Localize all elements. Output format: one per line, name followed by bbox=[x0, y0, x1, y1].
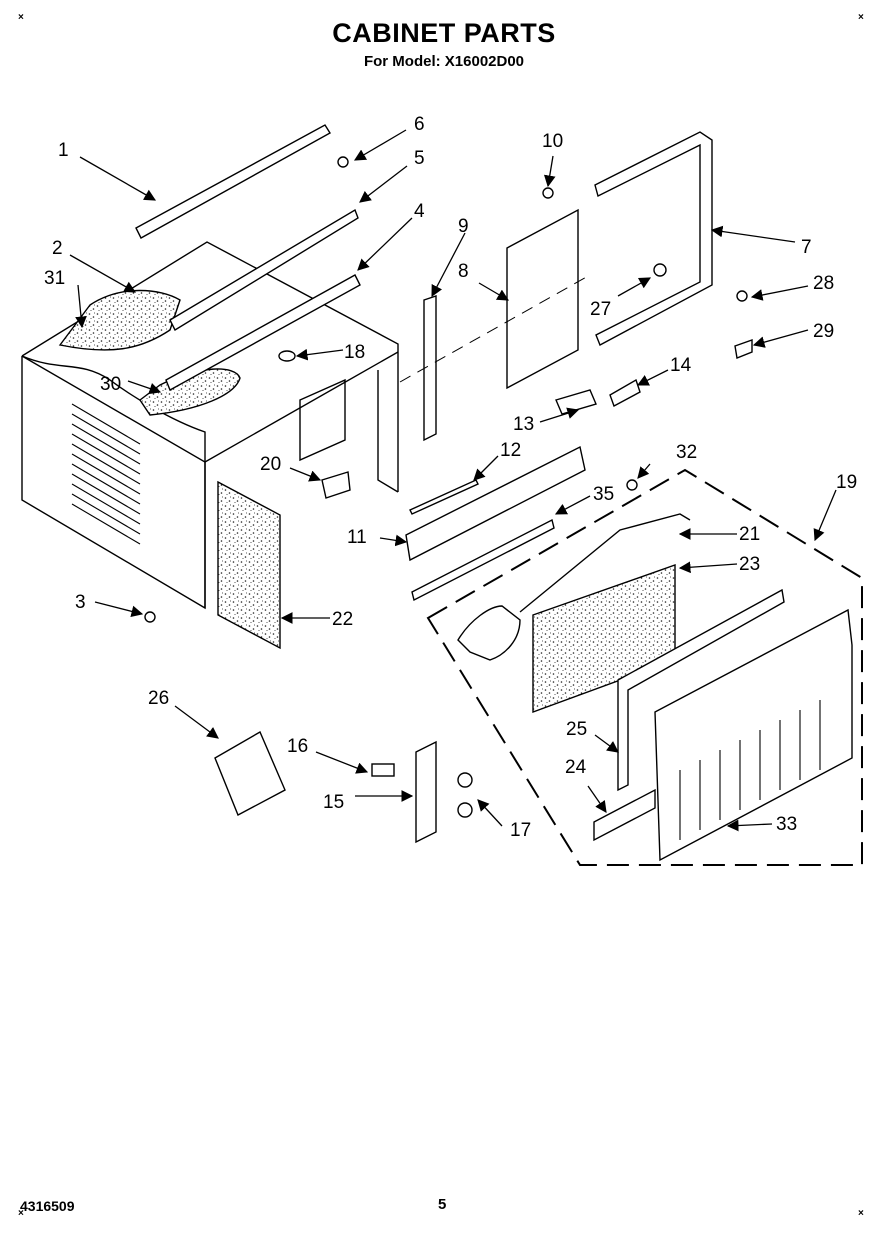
screw-10 bbox=[542, 187, 554, 199]
callout-12: 12 bbox=[500, 440, 521, 461]
callout-35: 35 bbox=[593, 484, 614, 505]
page-number: 5 bbox=[438, 1196, 447, 1213]
callout-6: 6 bbox=[414, 114, 425, 135]
rail-5 bbox=[169, 208, 359, 331]
side-panel-22 bbox=[217, 480, 281, 650]
callout-23: 23 bbox=[739, 554, 760, 575]
page-title: CABINET PARTS bbox=[332, 18, 556, 48]
screw-32 bbox=[626, 479, 638, 491]
callout-numbers: 1 2 3 4 5 6 7 8 9 10 11 12 13 14 15 16 1… bbox=[44, 114, 857, 841]
leader-lines bbox=[69, 129, 837, 832]
louver-assembly-11 bbox=[405, 445, 586, 562]
document-number: 4316509 bbox=[20, 1198, 75, 1214]
frame-7 bbox=[594, 131, 713, 346]
callout-11: 11 bbox=[347, 527, 367, 548]
callout-16: 16 bbox=[287, 736, 308, 757]
strip-35 bbox=[411, 518, 555, 602]
callout-25: 25 bbox=[566, 719, 587, 740]
callout-10: 10 bbox=[542, 131, 563, 152]
callout-18: 18 bbox=[344, 342, 365, 363]
callout-19: 19 bbox=[836, 472, 857, 493]
knob-17b bbox=[457, 802, 473, 818]
corner-mark-bottom-right: × bbox=[858, 1208, 864, 1219]
bracket-26 bbox=[214, 731, 286, 816]
gasket-25 bbox=[617, 588, 785, 792]
corner-mark-top-left: × bbox=[18, 12, 24, 23]
bar-24 bbox=[593, 788, 656, 842]
strip-12 bbox=[409, 479, 479, 515]
clip-20 bbox=[321, 471, 351, 499]
callout-13: 13 bbox=[513, 414, 534, 435]
knob-17a bbox=[457, 772, 473, 788]
callout-14: 14 bbox=[670, 355, 692, 376]
rail-4 bbox=[165, 274, 361, 391]
callout-7: 7 bbox=[801, 237, 812, 258]
model-subtitle: For Model: X16002D00 bbox=[363, 53, 525, 70]
callout-2: 2 bbox=[52, 238, 63, 259]
block-16 bbox=[371, 763, 395, 777]
callout-20: 20 bbox=[260, 454, 281, 475]
clip-29 bbox=[734, 339, 753, 359]
callout-30: 30 bbox=[100, 374, 121, 395]
filter-23 bbox=[532, 564, 676, 714]
screw-3 bbox=[144, 611, 156, 623]
callout-24: 24 bbox=[565, 757, 587, 778]
callout-29: 29 bbox=[813, 321, 834, 342]
plug-18 bbox=[278, 350, 296, 362]
latch-13 bbox=[555, 389, 597, 415]
screw-28 bbox=[736, 290, 748, 302]
callout-4: 4 bbox=[414, 201, 425, 222]
callout-33: 33 bbox=[776, 814, 797, 835]
grille-33 bbox=[654, 608, 853, 862]
callout-8: 8 bbox=[458, 261, 469, 282]
parts-drawing bbox=[21, 124, 863, 866]
callout-5: 5 bbox=[414, 148, 425, 169]
callout-1: 1 bbox=[58, 140, 69, 161]
callout-27: 27 bbox=[590, 299, 611, 320]
callout-22: 22 bbox=[332, 609, 353, 630]
callout-15: 15 bbox=[323, 792, 344, 813]
callout-31: 31 bbox=[44, 268, 65, 289]
rail-1 bbox=[135, 124, 331, 239]
latch-14 bbox=[609, 378, 641, 408]
callout-28: 28 bbox=[813, 273, 834, 294]
bracket-9 bbox=[423, 295, 437, 442]
corner-mark-top-right: × bbox=[858, 12, 864, 23]
insulation-pad-31 bbox=[58, 289, 181, 351]
panel-8 bbox=[506, 208, 579, 390]
screw-6 bbox=[337, 156, 349, 168]
callout-3: 3 bbox=[75, 592, 86, 613]
corner-mark-bottom-left: × bbox=[18, 1208, 24, 1219]
callout-26: 26 bbox=[148, 688, 169, 709]
callout-21: 21 bbox=[739, 524, 760, 545]
callout-17: 17 bbox=[510, 820, 531, 841]
callout-32: 32 bbox=[676, 442, 697, 463]
knob-27 bbox=[653, 263, 667, 277]
bracket-15 bbox=[415, 740, 437, 844]
wire-handle-21 bbox=[457, 605, 521, 661]
callout-9: 9 bbox=[458, 216, 469, 237]
front-assembly-boundary-19 bbox=[426, 468, 863, 866]
